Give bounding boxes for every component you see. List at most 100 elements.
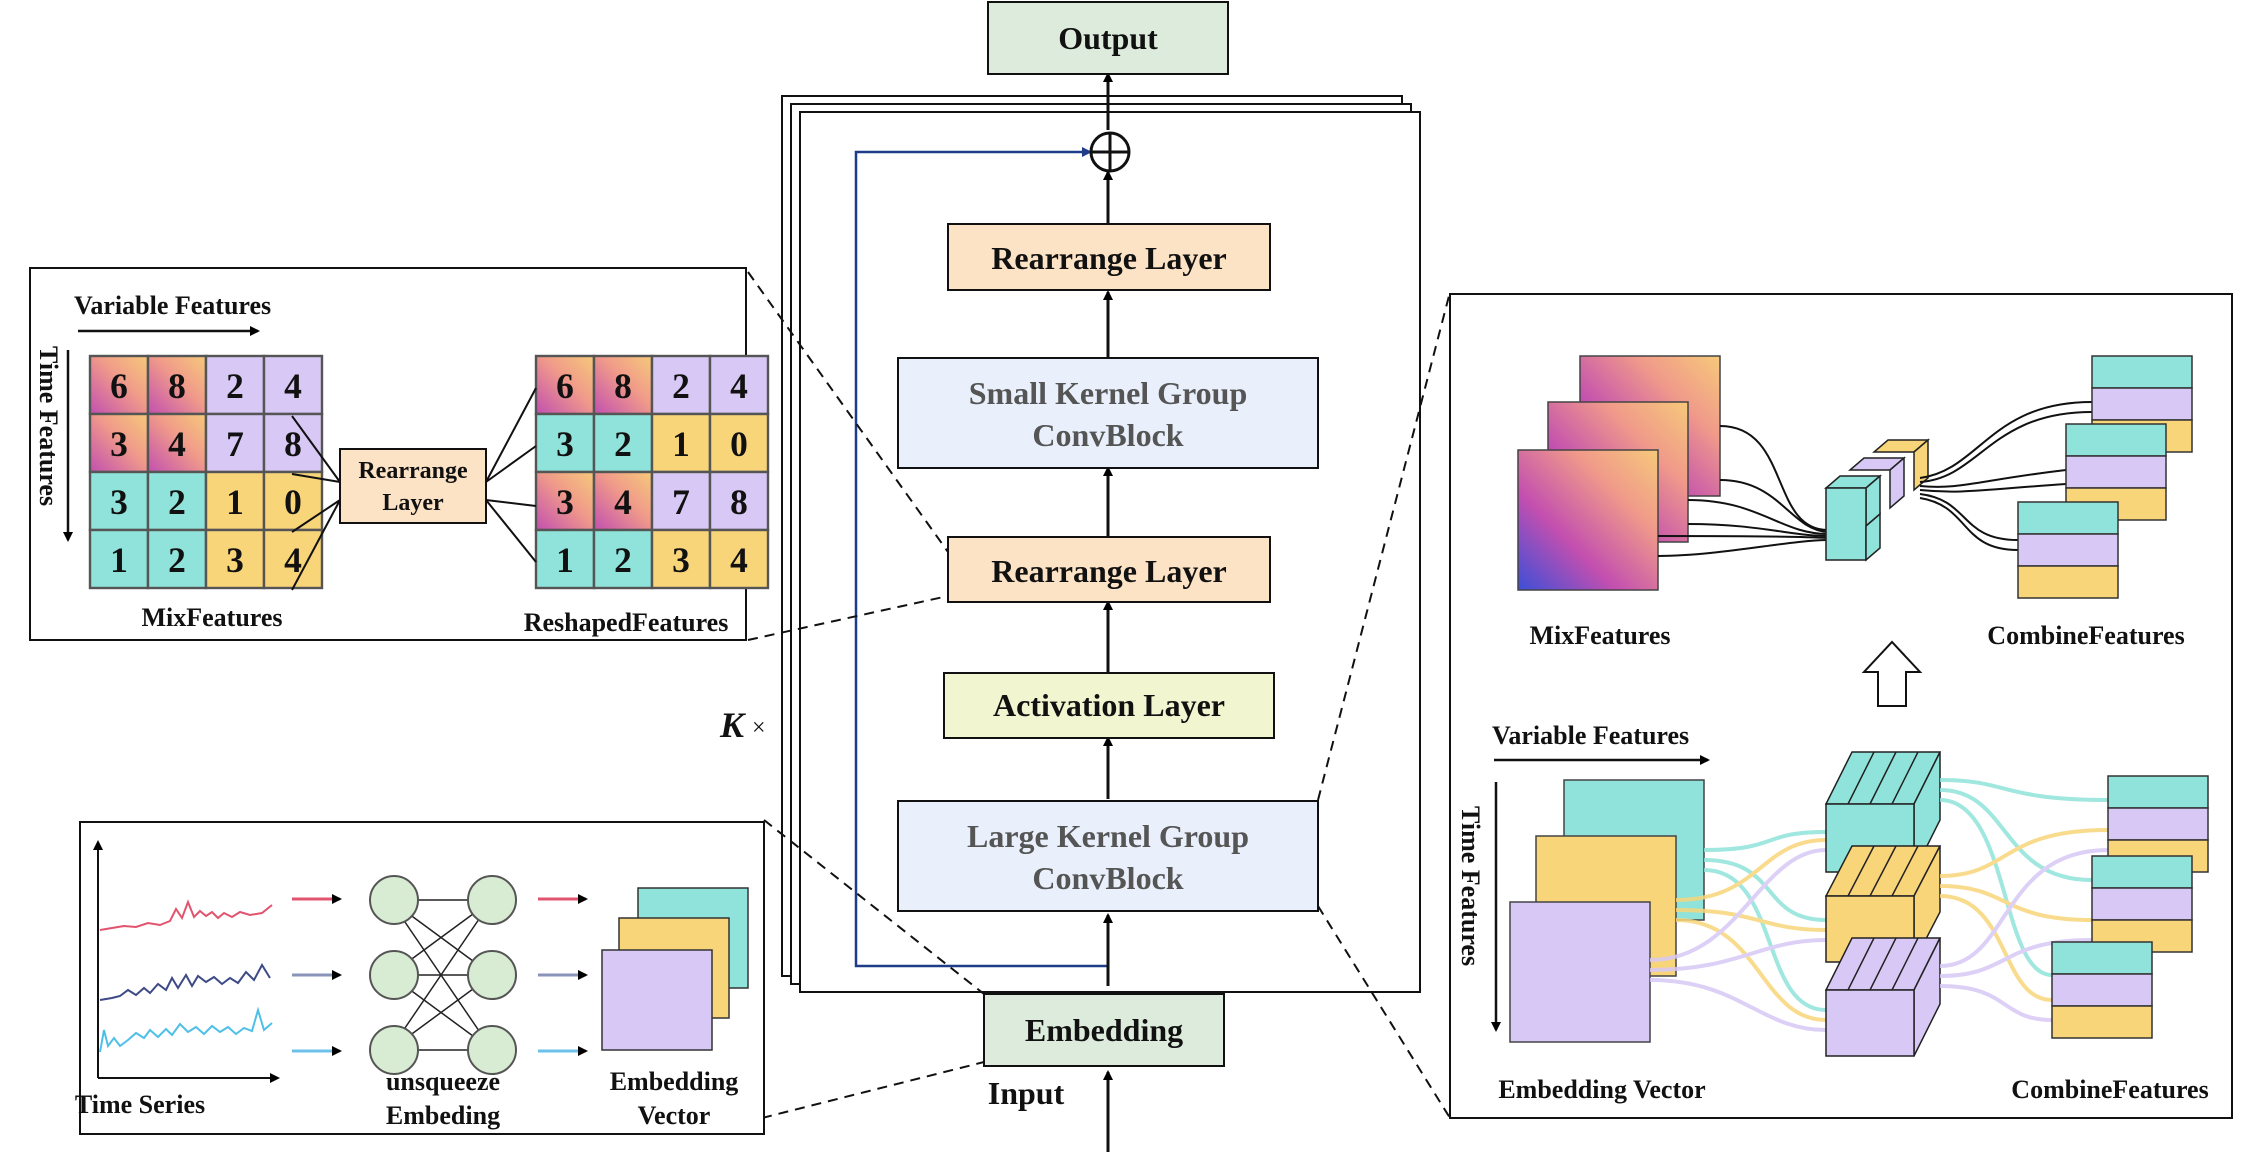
svg-text:Embedding: Embedding [1025,1012,1183,1048]
grid-cell [146,412,208,474]
svg-text:Rearrange Layer: Rearrange Layer [991,553,1226,589]
grid-cell-value: 2 [614,540,632,580]
variable-features-label: Variable Features [74,291,271,320]
grid-cell-value: 4 [614,482,632,522]
grid-cell-value: 8 [614,366,632,406]
grid-cell-value: 6 [110,366,128,406]
k-times-sign: × [752,715,766,741]
cube-to-combine-curves [1919,401,2093,551]
time-series-sky [99,1006,273,1053]
grid-cell-value: 3 [110,482,128,522]
grid-cell-value: 2 [168,482,186,522]
large-kernel-convblock: Large Kernel Group ConvBlock [897,800,1319,912]
grid-cell-value: 3 [672,540,690,580]
grid-cell-value: 3 [556,482,574,522]
mix-features-caption: MixFeatures [1529,621,1670,650]
grid-cell-value: 8 [730,482,748,522]
grid-cell-value: 2 [226,366,244,406]
grid-cell-value: 1 [672,424,690,464]
svg-text:Output: Output [1058,20,1158,56]
grid-cell-value: 7 [672,482,690,522]
time-features-label: Time Features [34,346,63,506]
time-series-navy [99,962,271,1001]
grid-cell [204,470,266,532]
combine-features-caption-top: CombineFeatures [1987,621,2184,650]
grid-cell-value: 2 [168,540,186,580]
grid-cell [146,528,208,590]
grid-cell-value: 1 [110,540,128,580]
mix-features-label: MixFeatures [141,603,282,632]
grid-cell-value: 8 [168,366,186,406]
svg-text:Large Kernel Group: Large Kernel Group [967,818,1249,854]
grid-cell [88,354,150,416]
grid-cell [650,528,712,590]
grid-cell-value: 0 [730,424,748,464]
group-conv-curves-left [1649,830,1827,1032]
grid-cell-value: 4 [168,424,186,464]
embedding-vector-caption: Embedding Vector [1498,1075,1705,1104]
small-kernel-convblock: Small Kernel Group ConvBlock [897,357,1319,469]
reshaped-features-label: ReshapedFeatures [524,608,729,637]
grid-cell [708,470,770,532]
grid-cell-value: 4 [284,366,302,406]
grid-cell-value: 2 [672,366,690,406]
variable-features-label-right: Variable Features [1492,721,1689,750]
add-operator-icon [1089,131,1131,173]
convblock-detail-panel: MixFeatures [1449,293,2233,1119]
up-arrow-icon [1861,640,1923,707]
embedding-vector-label-1: Embedding [610,1067,739,1096]
grid-cell-value: 8 [284,424,302,464]
grid-cell [146,354,208,416]
svg-text:Rearrange: Rearrange [358,458,468,484]
grid-cell-value: 4 [730,540,748,580]
grid-cell-value: 2 [614,424,632,464]
combine-features-caption-bottom: CombineFeatures [2011,1075,2208,1104]
grid-cell-value: 7 [226,424,244,464]
grid-cell-value: 3 [110,424,128,464]
rearrange-layer-middle: Rearrange Layer [947,536,1271,603]
group-conv-curves-right [1939,778,2109,1022]
embedding-box: Embedding [983,993,1225,1067]
svg-text:Activation Layer: Activation Layer [993,687,1225,723]
grid-cell-value: 1 [556,540,574,580]
grid-cell [88,470,150,532]
rearrange-layer-small: Rearrange Layer [339,448,487,524]
grid-cell [204,354,266,416]
skip-connection-line [854,147,1108,968]
activation-layer: Activation Layer [943,672,1275,739]
grid-cell [204,528,266,590]
grid-cell [262,470,324,532]
rearrange-layer-top: Rearrange Layer [947,223,1271,291]
grid-cell-value: 6 [556,366,574,406]
combine-features-stacks-top [2017,355,2193,599]
cube-grid-lines [1847,751,1919,991]
unsqueeze-label: unsqueeze [386,1067,500,1096]
embedding-detail-panel: Time Series unsqueeze Embeding [75,821,765,1135]
svg-text:Rearrange Layer: Rearrange Layer [991,240,1226,276]
grid-cell [534,528,596,590]
group-conv-cubes [1824,751,1942,1057]
grid-cell [592,470,654,532]
embedding-vector-label-2: Vector [638,1101,711,1130]
mix-to-cube-curves [1657,425,1829,557]
grid-cell-value: 0 [284,482,302,522]
combine-features-stacks-bottom [2051,775,2209,1039]
grid-cell-value: 4 [284,540,302,580]
grid-cell-value: 4 [730,366,748,406]
input-label: Input [988,1075,1065,1111]
grid-cell-value: 3 [556,424,574,464]
neural-network-icon [369,875,517,1075]
mix-features-stack [1517,355,1721,591]
zoom-dashed-lines [747,271,1451,1119]
grid-cell-value: 1 [226,482,244,522]
embeding-label: Embeding [386,1101,500,1130]
connector-lines [291,387,537,591]
time-series-label: Time Series [75,1090,205,1119]
grid-cell [262,354,324,416]
svg-text:Layer: Layer [382,490,444,516]
embedding-vector-stack [601,887,749,1051]
time-features-label-right: Time Features [1456,806,1485,966]
